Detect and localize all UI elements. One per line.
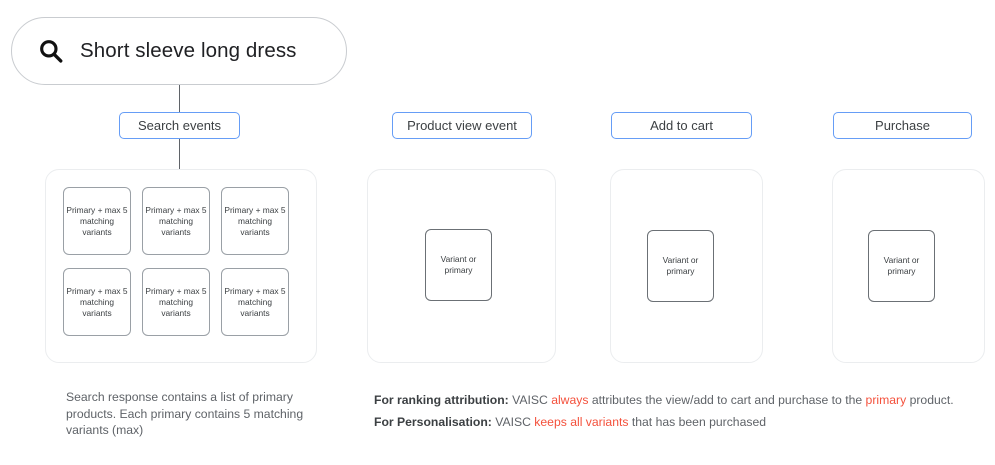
primary-variant-card-label: Primary + max 5 matching variants	[224, 204, 286, 237]
stage-chip-search-events[interactable]: Search events	[119, 112, 240, 139]
stage-chip-add-to-cart[interactable]: Add to cart	[611, 112, 752, 139]
primary-variant-card-label: Primary + max 5 matching variants	[66, 285, 128, 318]
note-lead: For ranking attribution:	[374, 393, 509, 407]
note-part2: attributes the view/add to cart and purc…	[588, 393, 866, 407]
search-icon	[40, 40, 63, 63]
primary-variant-card[interactable]: Primary + max 5 matching variants	[142, 187, 210, 255]
note-highlight-keeps-all-variants: keeps all variants	[534, 415, 629, 429]
stage-chip-label: Purchase	[875, 118, 930, 133]
primary-variant-card-label: Primary + max 5 matching variants	[66, 204, 128, 237]
primary-variant-card[interactable]: Primary + max 5 matching variants	[142, 268, 210, 336]
connector-line-search-bottom	[179, 139, 181, 170]
primary-variant-card[interactable]: Primary + max 5 matching variants	[221, 187, 289, 255]
stage-chip-label: Search events	[137, 118, 222, 133]
search-response-caption: Search response contains a list of prima…	[66, 390, 304, 437]
stage-chip-product-view-event[interactable]: Product view event	[392, 112, 532, 139]
primary-variant-card-label: Primary + max 5 matching variants	[224, 285, 286, 318]
note-highlight-always: always	[551, 393, 589, 407]
stage-chip-label: Product view event	[407, 118, 517, 133]
variant-card-label: Variant or primary	[662, 255, 699, 276]
ranking-attribution-note: For ranking attribution: VAISC always at…	[374, 389, 989, 411]
note-lead: For Personalisation:	[374, 415, 492, 429]
connector-line-search-top	[179, 85, 181, 112]
note-highlight-primary: primary	[865, 393, 907, 407]
primary-variant-card-label: Primary + max 5 matching variants	[145, 285, 207, 318]
note-part2: that has been purchased	[628, 415, 767, 429]
search-results-panel: Primary + max 5 matching variants Primar…	[45, 169, 317, 363]
variant-or-primary-card-view[interactable]: Variant or primary	[425, 229, 492, 301]
primary-variant-card[interactable]: Primary + max 5 matching variants	[63, 187, 131, 255]
stage-chip-purchase[interactable]: Purchase	[833, 112, 972, 139]
primary-variant-card[interactable]: Primary + max 5 matching variants	[63, 268, 131, 336]
search-bar[interactable]: Short sleeve long dress	[11, 17, 347, 85]
variant-card-label: Variant or primary	[440, 254, 477, 275]
product-view-event-panel	[367, 169, 556, 363]
primary-variant-card[interactable]: Primary + max 5 matching variants	[221, 268, 289, 336]
note-part3: product.	[906, 393, 954, 407]
variant-or-primary-card-purchase[interactable]: Variant or primary	[868, 230, 935, 302]
note-part1: VAISC	[491, 415, 535, 429]
personalisation-note: For Personalisation: VAISC keeps all var…	[374, 411, 989, 433]
variant-card-label: Variant or primary	[883, 255, 920, 276]
primary-variant-card-label: Primary + max 5 matching variants	[145, 204, 207, 237]
stage-chip-label: Add to cart	[650, 118, 713, 133]
variant-or-primary-card-cart[interactable]: Variant or primary	[647, 230, 714, 302]
attribution-notes: For ranking attribution: VAISC always at…	[374, 389, 989, 433]
primary-variant-card-grid: Primary + max 5 matching variants Primar…	[63, 187, 289, 336]
note-part1: VAISC	[508, 393, 552, 407]
search-query-text: Short sleeve long dress	[80, 39, 297, 62]
